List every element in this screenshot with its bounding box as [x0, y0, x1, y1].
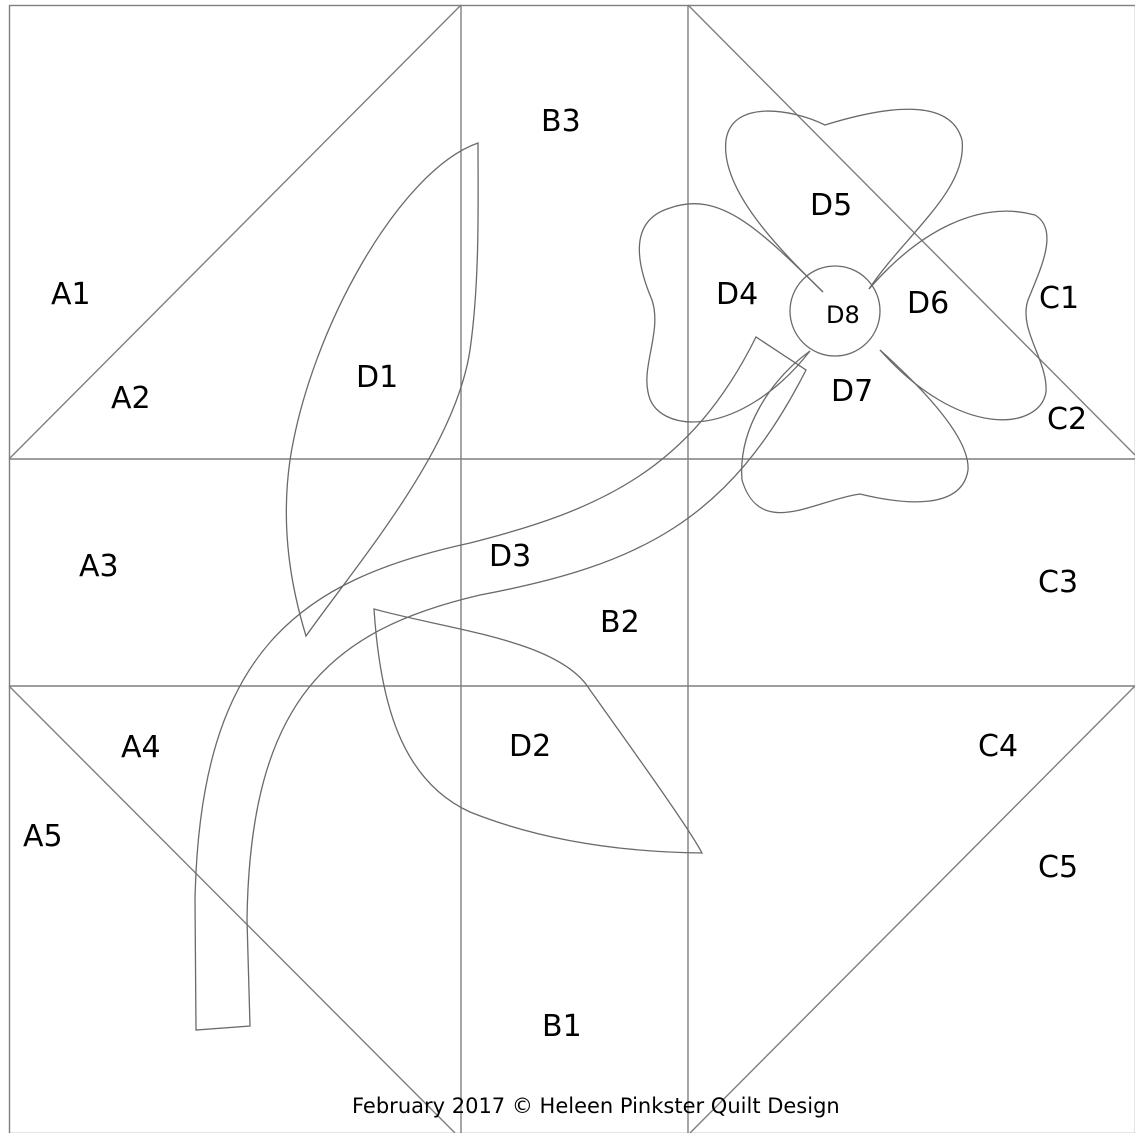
label-d4: D4: [716, 277, 758, 312]
label-d2: D2: [509, 729, 551, 764]
label-c5: C5: [1038, 850, 1078, 885]
label-a5: A5: [23, 819, 63, 854]
label-b3: B3: [541, 104, 581, 139]
label-d6: D6: [907, 286, 949, 321]
label-b1: B1: [542, 1009, 582, 1044]
label-b2: B2: [600, 605, 640, 640]
label-c3: C3: [1038, 565, 1078, 600]
label-a1: A1: [51, 277, 91, 312]
diagonal-a4-a5: [9, 686, 455, 1133]
label-d5: D5: [810, 188, 852, 223]
petal-d6-shape: [869, 211, 1047, 420]
label-c2: C2: [1047, 402, 1087, 437]
label-d3: D3: [489, 539, 531, 574]
label-d1: D1: [356, 360, 398, 395]
label-c1: C1: [1039, 281, 1079, 316]
label-d7: D7: [831, 374, 873, 409]
label-d8: D8: [826, 301, 860, 329]
copyright-footer: February 2017 © Heleen Pinkster Quilt De…: [352, 1094, 840, 1118]
diagonal-c4-c5: [690, 686, 1135, 1133]
stem-d3-shape: [195, 337, 806, 1030]
block-border: [10, 6, 1135, 1133]
label-a3: A3: [79, 549, 119, 584]
label-a4: A4: [121, 730, 161, 765]
label-c4: C4: [978, 729, 1018, 764]
label-a2: A2: [111, 381, 151, 416]
